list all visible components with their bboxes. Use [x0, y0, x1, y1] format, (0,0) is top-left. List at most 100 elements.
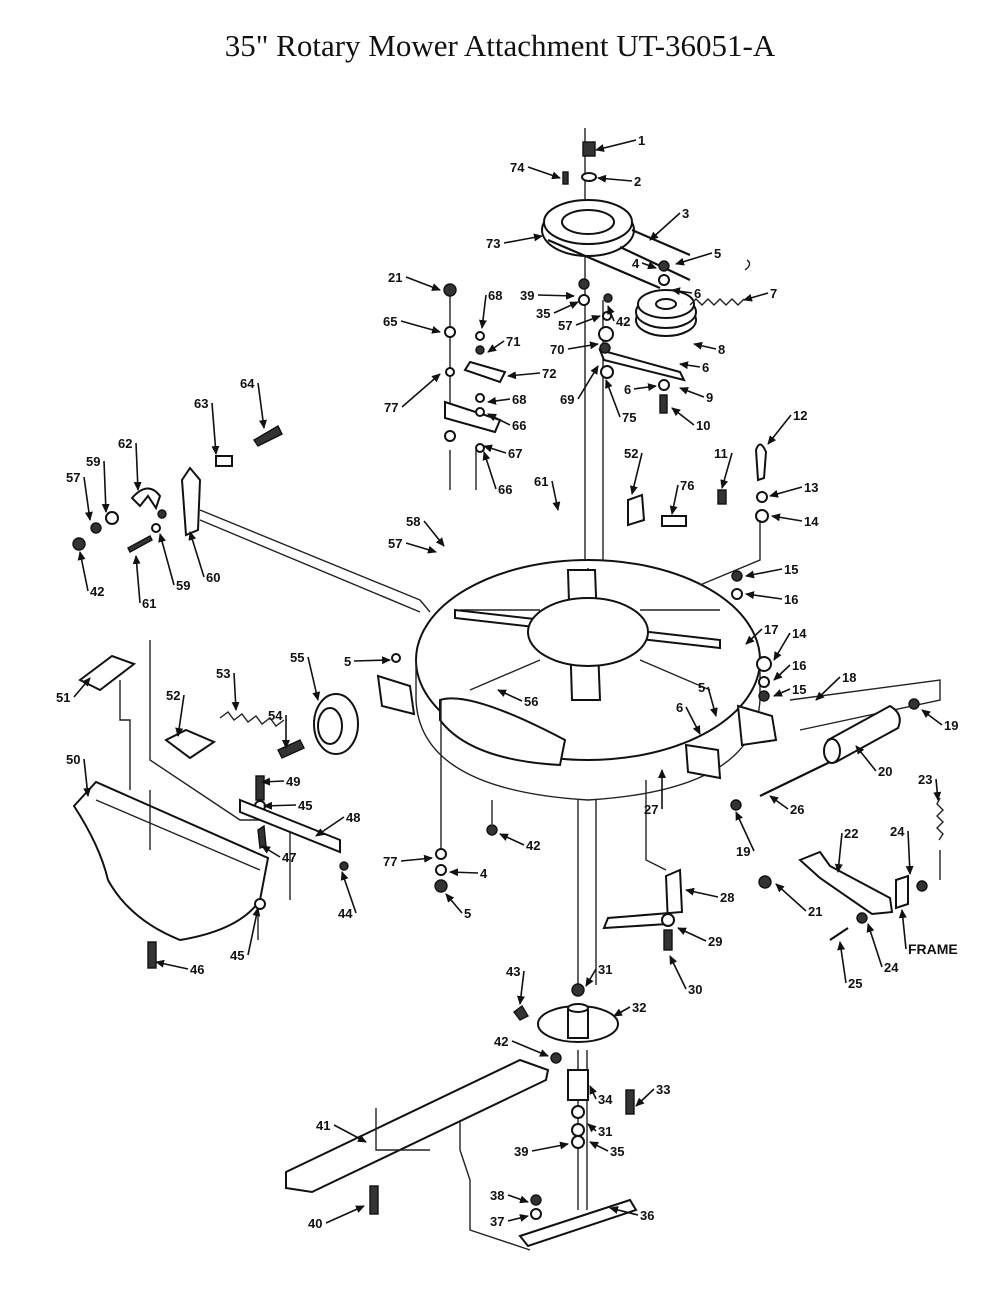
- callout-leader: [671, 287, 693, 296]
- callout-label: 30: [688, 982, 702, 997]
- callout-label: 59: [176, 578, 190, 593]
- callout-label: 35: [610, 1144, 624, 1159]
- callout-leader: [507, 371, 541, 380]
- callout-leader: [898, 909, 907, 950]
- callout-leader: [679, 387, 705, 398]
- callout-leader: [73, 677, 91, 698]
- callout-leader: [769, 486, 803, 498]
- callout-leader: [613, 1006, 631, 1017]
- callout-label: 48: [346, 810, 360, 825]
- callout-leader: [405, 276, 441, 291]
- callout-leader: [630, 452, 643, 495]
- callout-label: 52: [624, 446, 638, 461]
- callout-leader: [188, 531, 205, 578]
- callout-label: 66: [498, 482, 512, 497]
- callout-label: 51: [56, 690, 70, 705]
- callout-label: 39: [514, 1144, 528, 1159]
- callout-leader: [587, 1123, 597, 1133]
- callout-label: 49: [286, 774, 300, 789]
- callout-label: 19: [736, 844, 750, 859]
- callout-label: 69: [560, 392, 574, 407]
- callout-label: 50: [66, 752, 80, 767]
- callout-leader: [693, 341, 717, 350]
- callout-label: 29: [708, 934, 722, 949]
- callout-leader: [735, 811, 755, 852]
- callout-leader: [231, 672, 240, 711]
- callout-label: 68: [488, 288, 502, 303]
- callout-label: 25: [848, 976, 862, 991]
- callout-leader: [497, 689, 523, 702]
- callout-leader: [353, 656, 391, 665]
- callout-leader: [340, 871, 357, 914]
- callout-label: FRAME: [908, 941, 958, 957]
- callout-leader: [487, 396, 511, 405]
- callout-label: 34: [598, 1092, 613, 1107]
- callout-leader: [641, 261, 657, 270]
- callout-label: 16: [792, 658, 806, 673]
- callout-leader: [595, 139, 637, 152]
- callout-leader: [445, 893, 463, 914]
- callout-leader: [247, 907, 261, 956]
- idler-pulley: [598, 259, 751, 414]
- callout-label: 54: [268, 708, 283, 723]
- callout-leader: [507, 1194, 529, 1204]
- callout-leader: [707, 686, 718, 717]
- callout-label: 9: [706, 390, 713, 405]
- callout-leader: [133, 442, 142, 491]
- callout-leader: [669, 955, 687, 990]
- callout-leader: [575, 315, 601, 326]
- callout-label: 35: [536, 306, 550, 321]
- callout-label: 44: [338, 906, 353, 921]
- callout-label: 63: [194, 396, 208, 411]
- callout-label: 22: [844, 826, 858, 841]
- callout-leader: [609, 1206, 639, 1216]
- callout-leader: [775, 883, 807, 912]
- callout-label: 2: [634, 174, 641, 189]
- callout-leader: [607, 305, 615, 322]
- callout-label: 57: [388, 536, 402, 551]
- callout-leader: [478, 294, 487, 329]
- center-hardware: [578, 278, 614, 354]
- callout-label: 68: [512, 392, 526, 407]
- callout-label: 17: [764, 622, 778, 637]
- callout-label: 13: [804, 480, 818, 495]
- callout-leader: [685, 706, 701, 735]
- callout-leader: [400, 854, 433, 863]
- callout-label: 36: [640, 1208, 654, 1223]
- callout-label: 21: [808, 904, 822, 919]
- callout-label: 42: [526, 838, 540, 853]
- callout-label: 37: [490, 1214, 504, 1229]
- callout-leader: [834, 832, 843, 873]
- callout-leader: [685, 887, 719, 898]
- callout-label: 64: [240, 376, 255, 391]
- callout-label: 26: [790, 802, 804, 817]
- callout-label: 24: [890, 824, 905, 839]
- callout-leader: [589, 1141, 609, 1152]
- rear-bracket: [602, 780, 684, 951]
- callout-leader: [423, 520, 445, 547]
- callout-label: 71: [506, 334, 520, 349]
- rear-roller: [730, 698, 944, 941]
- callout-leader: [516, 970, 525, 1005]
- callout-leader: [679, 361, 701, 370]
- callout-leader: [677, 927, 707, 942]
- callout-label: 55: [290, 650, 304, 665]
- callout-label: 24: [884, 960, 899, 975]
- callout-label: 21: [388, 270, 402, 285]
- callout-label: 28: [720, 890, 734, 905]
- callout-leader: [866, 923, 883, 968]
- bearing-housing: [513, 983, 635, 1149]
- callout-leader: [503, 233, 543, 244]
- callout-label: 5: [344, 654, 351, 669]
- callout-leader: [400, 320, 441, 334]
- callout-label: 60: [206, 570, 220, 585]
- callout-leader: [605, 379, 621, 418]
- callout-label: 8: [718, 342, 725, 357]
- callout-label: 5: [698, 680, 705, 695]
- callout-label: 27: [644, 802, 658, 817]
- callout-label: 15: [792, 682, 806, 697]
- callout-label: 14: [792, 626, 807, 641]
- callout-leader: [745, 591, 783, 600]
- callout-leader: [83, 758, 92, 797]
